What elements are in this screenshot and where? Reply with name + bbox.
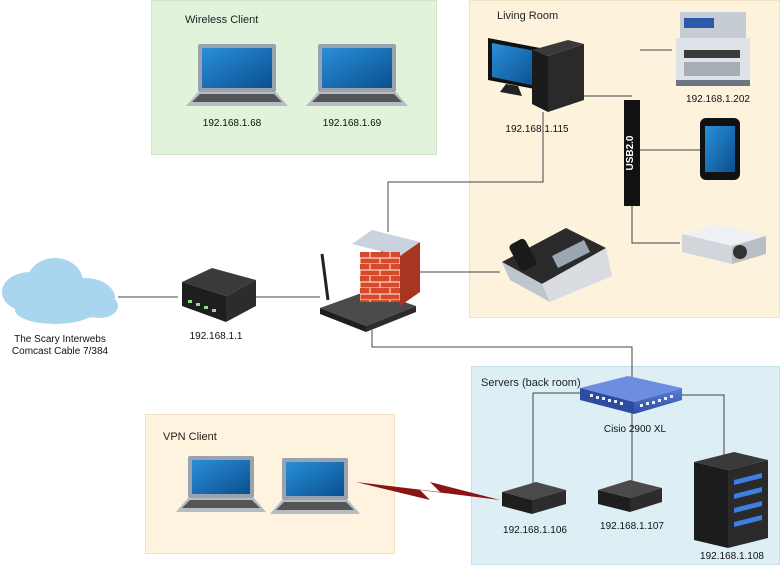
cloud-icon	[2, 258, 118, 324]
server-ip-label: 192.168.1.106	[503, 525, 567, 536]
server-ip-label: 192.168.1.107	[600, 521, 664, 532]
laptop-ip-label: 192.168.1.69	[322, 118, 382, 129]
laptop-icon	[306, 44, 408, 106]
laptop-icon	[270, 458, 360, 514]
modem-icon	[182, 268, 256, 322]
tablet-icon	[700, 118, 740, 180]
tower-server-icon	[694, 452, 768, 548]
firewall-icon	[352, 230, 420, 306]
server-icon	[502, 482, 566, 514]
fax-machine-icon	[502, 228, 612, 302]
vpn-client-zone-label: VPN Client	[163, 431, 217, 443]
printer-copier-icon	[676, 12, 750, 86]
laptop-icon	[176, 456, 266, 512]
desktop-ip-label: 192.168.1.115	[505, 124, 569, 135]
server-icon	[598, 480, 662, 512]
internet-label-line2: Comcast Cable 7/384	[11, 346, 109, 357]
connection-lines	[118, 49, 725, 490]
internet-label-line1: The Scary Interwebs	[14, 334, 106, 345]
servers-zone-label: Servers (back room)	[481, 377, 581, 389]
server-ip-label: 192.168.1.108	[700, 551, 764, 562]
desktop-computer-icon	[488, 38, 584, 112]
copier-ip-label: 192.168.1.202	[686, 94, 750, 105]
living-room-zone-label: Living Room	[497, 10, 559, 22]
vpn-client-zone	[145, 414, 395, 554]
wireless-client-zone-label: Wireless Client	[185, 14, 259, 26]
switch-label: Cisio 2900 XL	[603, 424, 667, 435]
usb-hub-label: USB2.0	[625, 135, 636, 171]
vpn-link-icon	[356, 482, 500, 500]
projector-icon	[682, 224, 766, 264]
network-switch-icon	[580, 376, 682, 414]
modem-ip-label: 192.168.1.1	[189, 331, 243, 342]
usb-hub-icon	[624, 100, 640, 206]
laptop-icon	[186, 44, 288, 106]
laptop-ip-label: 192.168.1.68	[202, 118, 262, 129]
